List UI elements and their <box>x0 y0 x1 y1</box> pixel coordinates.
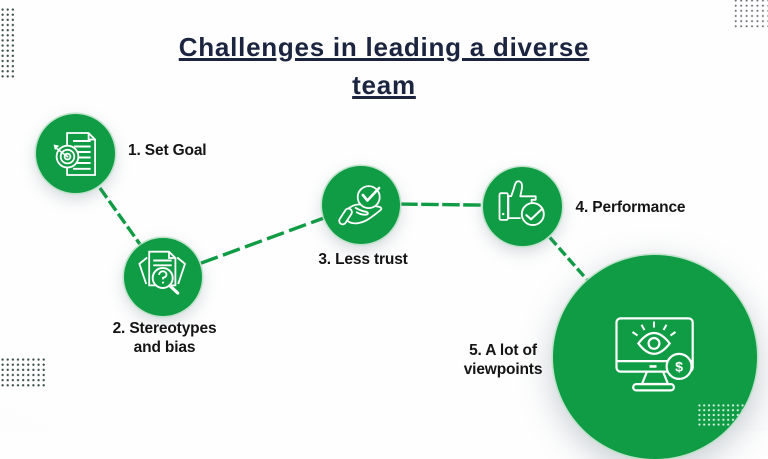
svg-text:$: $ <box>676 360 684 376</box>
